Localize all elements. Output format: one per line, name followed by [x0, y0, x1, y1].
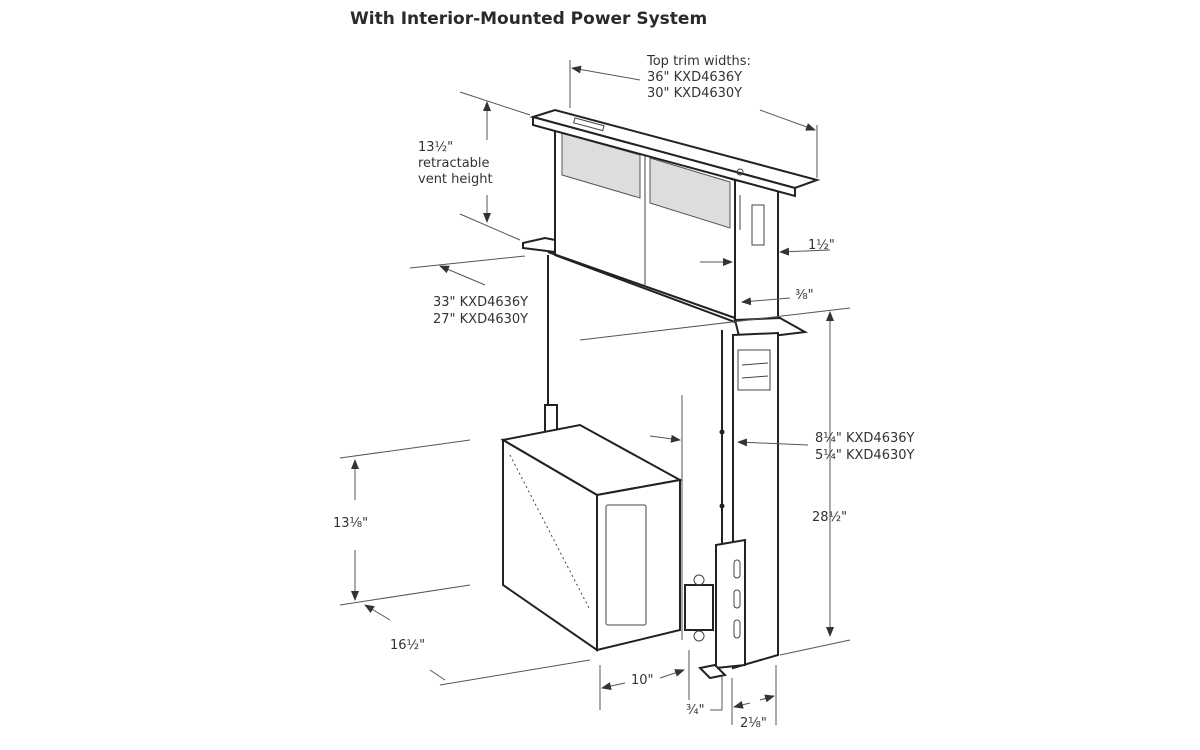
box-height-label: 13⅛": [333, 516, 369, 531]
width-33-label: 33" KXD4636Y: [433, 295, 529, 310]
offset-label: ¾": [686, 703, 705, 718]
top-trim-heading: Top trim widths:: [647, 54, 751, 69]
depth-8-label: 8¼" KXD4636Y: [815, 431, 915, 446]
side-depth-label: 1½": [808, 238, 835, 253]
mounting-rail: [544, 255, 558, 435]
top-trim-36-label: 36" KXD4636Y: [647, 70, 743, 85]
top-trim: [529, 108, 821, 198]
vent-height-line2: vent height: [418, 172, 493, 187]
panel-gap-label: ⅜": [795, 288, 814, 303]
vent-height-line1: retractable: [418, 156, 490, 171]
blower-housing: [697, 330, 779, 680]
width-27-label: 27" KXD4630Y: [433, 312, 529, 327]
depth-5-label: 5¼" KXD4630Y: [815, 448, 915, 463]
power-system-box: [500, 423, 714, 652]
dimension-lines: [339, 60, 851, 725]
vent-height-value: 13½": [418, 140, 454, 155]
box-width-label: 10": [631, 673, 654, 688]
base-depth-label: 2⅛": [740, 716, 767, 731]
box-depth-label: 16½": [390, 638, 426, 653]
height-28-label: 28½": [812, 510, 848, 525]
diagram-title: With Interior-Mounted Power System: [350, 9, 708, 29]
top-trim-30-label: 30" KXD4630Y: [647, 86, 743, 101]
